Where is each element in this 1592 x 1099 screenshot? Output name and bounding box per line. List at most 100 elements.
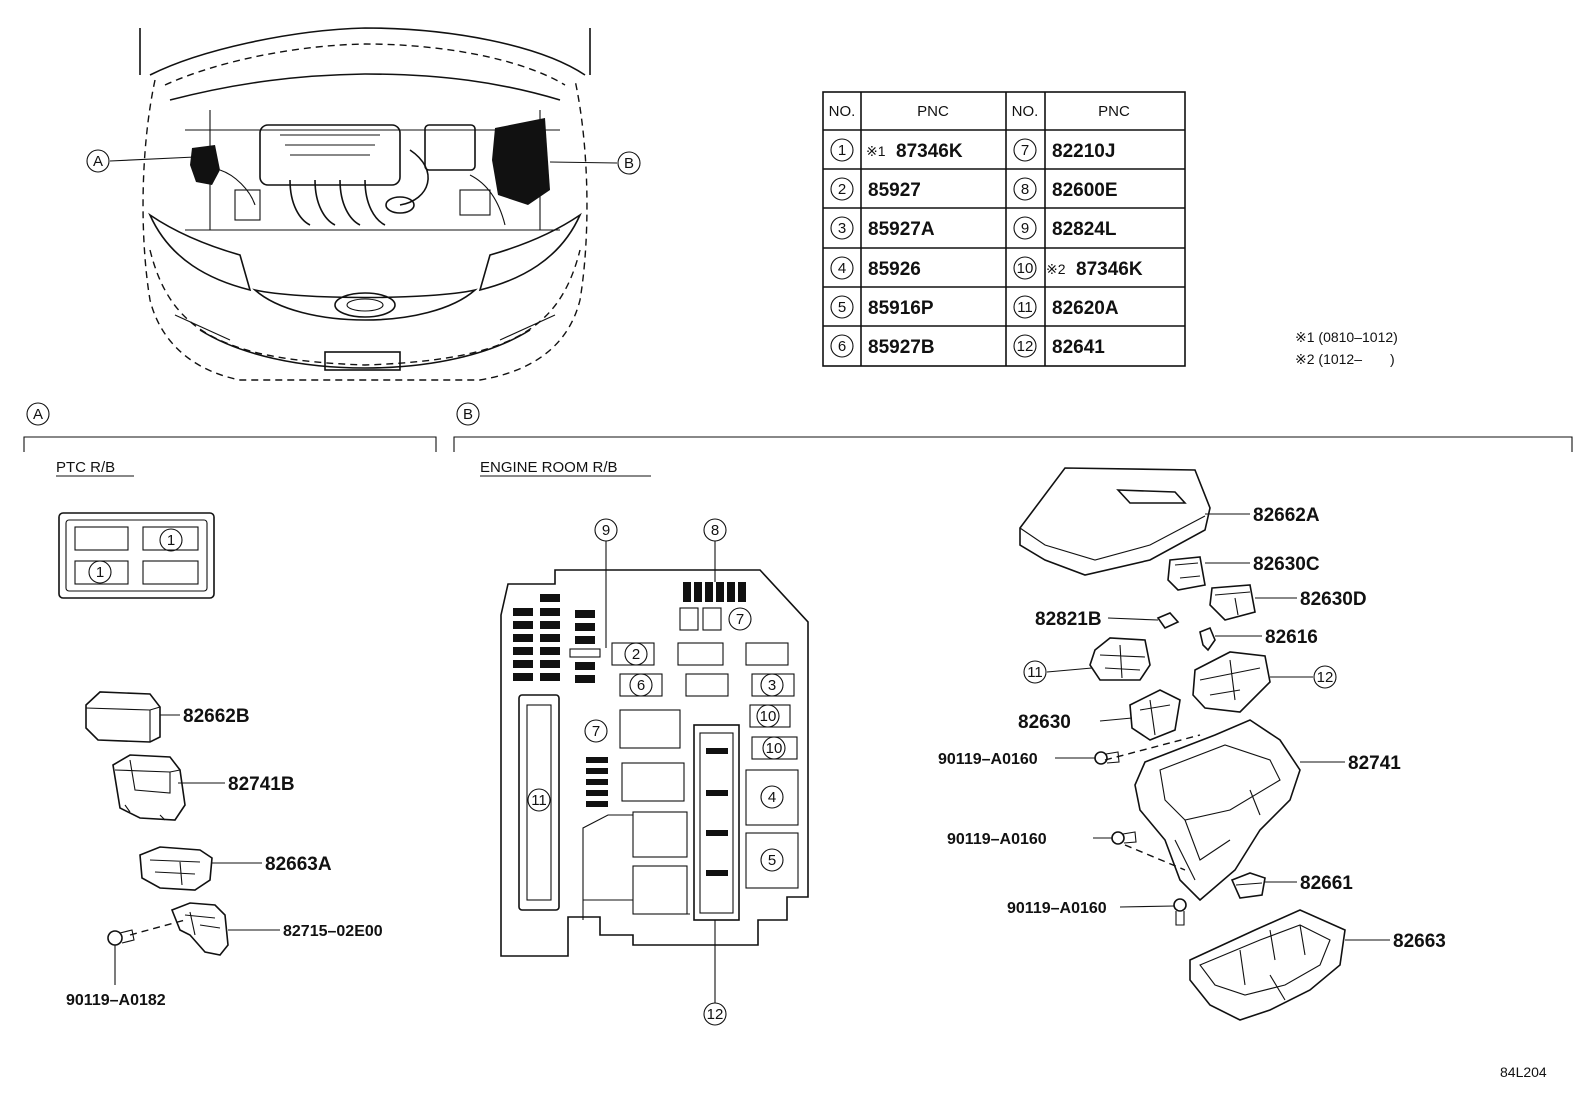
svg-text:82600E: 82600E — [1052, 180, 1118, 201]
svg-text:85927B: 85927B — [868, 337, 935, 358]
case-82741 — [1104, 719, 1345, 902]
part-11-block: 11 — [1023, 637, 1151, 684]
svg-text:11: 11 — [1017, 299, 1033, 316]
cover-82662a — [1019, 467, 1250, 576]
label-82821b: 82821B — [1035, 609, 1102, 630]
label-90119-a0160-3: 90119–A0160 — [1007, 900, 1107, 917]
svg-text:8: 8 — [1021, 181, 1029, 198]
callout-a-top: A — [86, 149, 110, 173]
table-header-pnc-right: PNC — [1098, 103, 1130, 120]
svg-text:10: 10 — [766, 740, 783, 757]
mini-fuse-row-top — [679, 582, 746, 631]
table-row: 6 85927B 12 82641 — [830, 334, 1105, 358]
svg-text:87346K: 87346K — [896, 141, 963, 162]
mini-fuse-cluster-left — [513, 594, 601, 683]
section-b-title: ENGINE ROOM R/B — [480, 459, 618, 476]
svg-text:4: 4 — [838, 260, 846, 277]
pnc-table: NO. PNC NO. PNC 1 ※1 87346K 7 82210J 2 8… — [822, 91, 1186, 367]
table-header-no-right: NO. — [1012, 103, 1039, 120]
svg-text:6: 6 — [838, 338, 846, 355]
bolt-90119-a0182 — [107, 929, 135, 985]
part-82821b — [1107, 612, 1180, 630]
section-a-title: PTC R/B — [56, 459, 115, 476]
bolt-90119-a0160-3 — [1119, 898, 1187, 926]
label-90119-a0160-2: 90119–A0160 — [947, 831, 1047, 848]
fusebox-mark-2: 2 — [624, 642, 648, 666]
label-82630: 82630 — [1018, 712, 1071, 733]
svg-text:5: 5 — [838, 299, 846, 316]
svg-text:11: 11 — [1027, 664, 1043, 681]
svg-text:※2: ※2 — [1046, 261, 1066, 277]
callout-b-top: B — [617, 151, 641, 175]
ptc-bracket-82663a — [139, 846, 262, 891]
engine-bay-illustration — [109, 27, 618, 381]
table-header-no-left: NO. — [829, 103, 856, 120]
svg-text:85927A: 85927A — [868, 219, 935, 240]
label-90119-a0182: 90119–A0182 — [66, 992, 166, 1009]
svg-text:85916P: 85916P — [868, 298, 934, 319]
svg-text:10: 10 — [1017, 260, 1034, 277]
svg-text:9: 9 — [1021, 220, 1029, 237]
fusebox-mark-11: 11 — [527, 788, 551, 812]
section-a-bracket: A — [23, 402, 437, 452]
svg-text:85927: 85927 — [868, 180, 921, 201]
svg-text:3: 3 — [838, 220, 846, 237]
fusebox-mark-7-top: 7 — [728, 607, 752, 631]
part-82630c — [1167, 556, 1250, 591]
footnote-1: ※1 (0810–1012) — [1295, 329, 1398, 345]
svg-text:※1: ※1 — [866, 143, 886, 159]
fusebox-mark-7-mid: 7 — [584, 719, 608, 743]
fusebox-mark-6: 6 — [629, 673, 653, 697]
diagram-code: 84L204 — [1500, 1064, 1547, 1080]
table-row: 1 ※1 87346K 7 82210J — [830, 138, 1115, 162]
part-82616 — [1199, 626, 1262, 652]
engine-room-fusebox-plan — [500, 569, 809, 957]
table-row: 3 85927A 9 82824L — [830, 216, 1117, 240]
label-82630d: 82630D — [1300, 589, 1367, 610]
fusebox-callout-9: 9 — [594, 518, 618, 648]
ptc-cover-82662b — [85, 691, 180, 743]
svg-text:7: 7 — [1021, 142, 1029, 159]
label-82661: 82661 — [1300, 873, 1353, 894]
label-82662a: 82662A — [1253, 505, 1320, 526]
svg-text:1: 1 — [96, 564, 104, 581]
slot-4 — [745, 769, 799, 826]
svg-text:9: 9 — [602, 522, 610, 539]
fusebox-mark-4: 4 — [760, 785, 784, 809]
fusebox-mark-10a: 10 — [756, 704, 780, 728]
svg-text:1: 1 — [167, 532, 175, 549]
part-12-block: 12 — [1192, 651, 1337, 713]
svg-text:3: 3 — [768, 677, 776, 694]
svg-text:11: 11 — [531, 792, 547, 809]
fusebox-mark-10b: 10 — [762, 736, 786, 760]
label-82715-02e00: 82715–02E00 — [283, 923, 383, 940]
table-row: 2 85927 8 82600E — [830, 177, 1118, 201]
ptc-case-82741b — [112, 754, 225, 821]
fusebox-callout-12: 12 — [703, 920, 727, 1026]
footnote-2: ※2 (1012– ) — [1295, 351, 1395, 367]
part-82630 — [1099, 689, 1181, 741]
svg-text:12: 12 — [707, 1006, 724, 1023]
svg-text:10: 10 — [760, 708, 777, 725]
label-82662b: 82662B — [183, 706, 250, 727]
svg-text:6: 6 — [637, 677, 645, 694]
svg-text:82210J: 82210J — [1052, 141, 1115, 162]
label-82616: 82616 — [1265, 627, 1318, 648]
svg-text:12: 12 — [1317, 669, 1334, 686]
bracket-82663 — [1189, 909, 1390, 1021]
fusebox-callout-8: 8 — [703, 518, 727, 582]
label-90119-a0160-1: 90119–A0160 — [938, 751, 1038, 768]
svg-text:2: 2 — [632, 646, 640, 663]
fusebox-mark-3: 3 — [760, 673, 784, 697]
slot-5 — [745, 832, 799, 889]
ptc-bracket-82715 — [129, 902, 280, 956]
svg-text:8: 8 — [711, 522, 719, 539]
label-82741: 82741 — [1348, 753, 1401, 774]
svg-text:7: 7 — [592, 723, 600, 740]
table-row: 5 85916P 11 82620A — [830, 295, 1119, 319]
svg-text:82620A: 82620A — [1052, 298, 1119, 319]
svg-text:1: 1 — [838, 142, 846, 159]
part-82661 — [1230, 872, 1297, 899]
svg-text:7: 7 — [736, 611, 744, 628]
